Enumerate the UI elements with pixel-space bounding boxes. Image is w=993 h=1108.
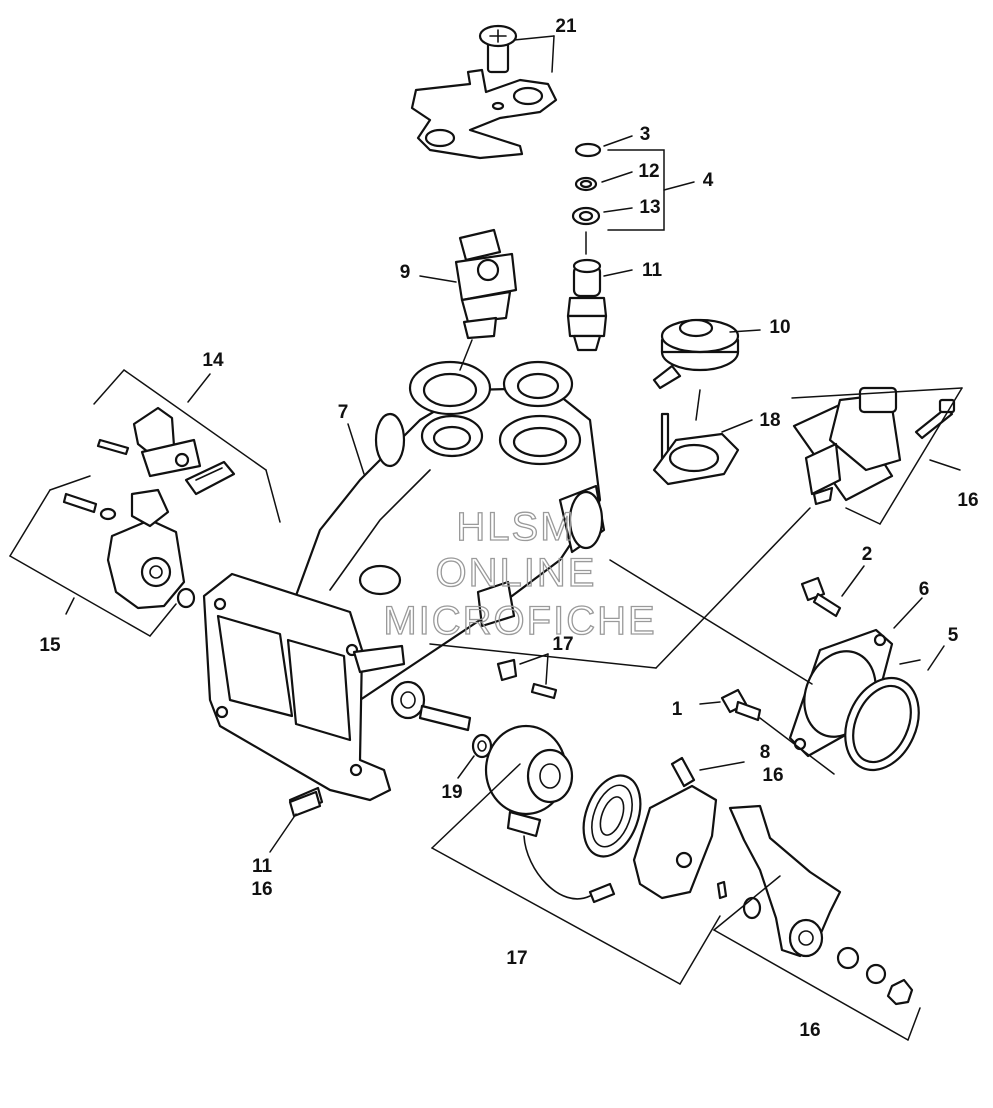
part-21-screw-and-bracket xyxy=(410,24,558,160)
part-1-screw xyxy=(720,688,762,722)
callout-1: 1 xyxy=(672,699,683,720)
callout-11-top: 11 xyxy=(642,260,663,281)
callout-16-bottom-left: 16 xyxy=(251,879,272,900)
part-8-spring-pin xyxy=(670,756,696,788)
callout-19: 19 xyxy=(441,782,462,803)
callout-9: 9 xyxy=(400,262,411,283)
callout-8: 8 xyxy=(760,742,771,763)
callout-16-bottom: 16 xyxy=(799,1020,820,1041)
part-16-idle-air-control xyxy=(792,386,956,506)
callout-17-mid: 17 xyxy=(552,634,573,655)
watermark-line-1: HLSM xyxy=(456,505,575,549)
part-17-bracket-screw xyxy=(496,658,558,700)
o-ring-stack xyxy=(571,142,602,226)
group-brackets xyxy=(9,149,963,1041)
callout-15: 15 xyxy=(39,635,61,656)
part-2-bolt xyxy=(800,576,842,618)
watermark-line-2: ONLINE xyxy=(436,551,597,595)
callout-4: 4 xyxy=(703,170,714,191)
part-18-gasket-stud xyxy=(652,412,740,486)
callout-17-bottom: 17 xyxy=(506,948,527,969)
part-10-pressure-regulator xyxy=(652,318,740,390)
callout-6: 6 xyxy=(919,579,930,600)
part-7-throttle-body xyxy=(288,360,606,702)
callout-18: 18 xyxy=(759,410,780,431)
watermark: HLSM ONLINE MICROFICHE xyxy=(383,504,656,643)
part-11-pin xyxy=(288,790,322,818)
part-11-fuel-injector xyxy=(566,258,608,352)
callout-14: 14 xyxy=(202,350,224,371)
callout-11-bottom: 11 xyxy=(252,856,273,877)
part-5-seal-ring xyxy=(844,676,920,772)
callout-16-right: 16 xyxy=(957,490,978,511)
watermark-line-3: MICROFICHE xyxy=(383,599,656,643)
throttle-body-flange xyxy=(202,572,472,816)
callout-labels: 21 3 12 4 13 9 11 10 14 7 18 16 15 2 6 1… xyxy=(39,16,978,1041)
callout-21: 21 xyxy=(555,16,577,37)
part-16-lever-bracket xyxy=(728,804,914,1006)
callout-12: 12 xyxy=(638,161,659,182)
leader-lines xyxy=(65,35,961,853)
callout-10: 10 xyxy=(769,317,790,338)
part-9-injector xyxy=(454,228,518,340)
callout-2: 2 xyxy=(862,544,873,565)
part-15-position-sensor xyxy=(62,488,196,610)
part-19-washer xyxy=(471,733,493,759)
callout-16-mid: 16 xyxy=(762,765,783,786)
callout-5: 5 xyxy=(948,625,959,646)
callout-3: 3 xyxy=(640,124,651,145)
callout-7: 7 xyxy=(338,402,349,423)
callout-13: 13 xyxy=(639,197,660,218)
part-14-sensor xyxy=(96,406,236,496)
part-17-thermostat-assembly xyxy=(484,724,728,904)
part-3-o-ring xyxy=(574,142,602,158)
